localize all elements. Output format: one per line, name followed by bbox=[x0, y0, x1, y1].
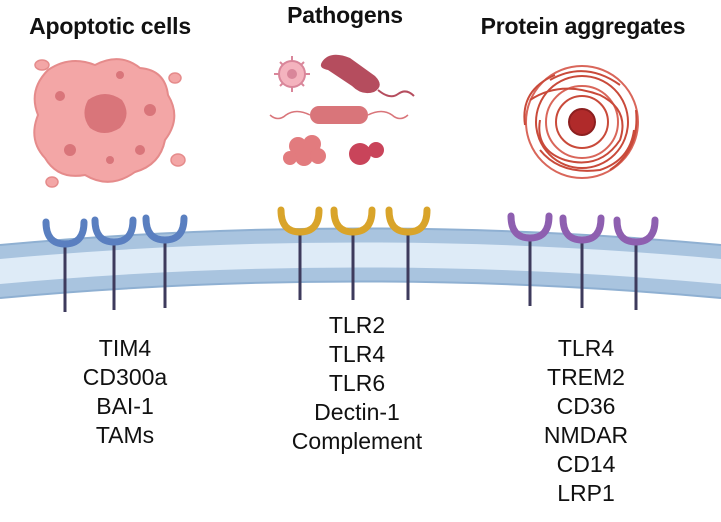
apoptotic-receptor-list: TIM4 CD300a BAI-1 TAMs bbox=[83, 334, 167, 450]
receptor-label: LRP1 bbox=[557, 480, 615, 506]
receptor bbox=[42, 218, 88, 312]
protein-aggregate-icon bbox=[523, 65, 639, 179]
aggregate-receptor-list: TLR4 TREM2 CD36 NMDAR CD14 LRP1 bbox=[544, 334, 628, 508]
apoptotic-cell-icon bbox=[33, 58, 186, 188]
receptor-group-aggregates bbox=[507, 212, 659, 310]
pathogen-receptor-list: TLR2 TLR4 TLR6 Dectin-1 Complement bbox=[292, 311, 422, 456]
receptor bbox=[142, 214, 188, 308]
receptor-label: TIM4 bbox=[98, 335, 152, 361]
receptor bbox=[507, 212, 553, 306]
pathogens-title: Pathogens bbox=[287, 2, 403, 28]
receptor-label: CD36 bbox=[556, 393, 616, 419]
virus-icon bbox=[274, 56, 310, 92]
receptor-group-apoptotic bbox=[42, 214, 188, 312]
apoptotic-cells-title: Apoptotic cells bbox=[29, 13, 191, 39]
receptor-label: Complement bbox=[291, 428, 423, 454]
receptor-label: TREM2 bbox=[547, 364, 625, 390]
cell-membrane bbox=[0, 227, 721, 299]
receptor bbox=[277, 206, 323, 300]
receptor-label: TLR6 bbox=[328, 370, 386, 396]
receptor-label: TAMs bbox=[95, 422, 155, 448]
receptor-label: BAI-1 bbox=[96, 393, 154, 419]
receptor-group-pathogens bbox=[277, 206, 431, 300]
receptor bbox=[613, 216, 659, 310]
spiky-coccus-icon bbox=[349, 142, 384, 165]
receptor bbox=[559, 214, 605, 308]
receptor bbox=[91, 216, 137, 310]
bacillus-icon bbox=[269, 106, 409, 124]
receptor bbox=[385, 206, 431, 300]
receptor-label: CD300a bbox=[82, 364, 168, 390]
coccus-cluster-icon bbox=[283, 135, 326, 166]
receptor bbox=[330, 206, 376, 300]
protein-aggregates-title: Protein aggregates bbox=[480, 13, 686, 39]
receptor-label: TLR2 bbox=[328, 312, 386, 338]
receptor-label: Dectin-1 bbox=[314, 399, 400, 425]
receptor-label: CD14 bbox=[556, 451, 616, 477]
bacterium-icon bbox=[320, 54, 415, 98]
receptor-label: TLR4 bbox=[328, 341, 386, 367]
receptor-label: TLR4 bbox=[557, 335, 615, 361]
receptor-label: NMDAR bbox=[543, 422, 629, 448]
